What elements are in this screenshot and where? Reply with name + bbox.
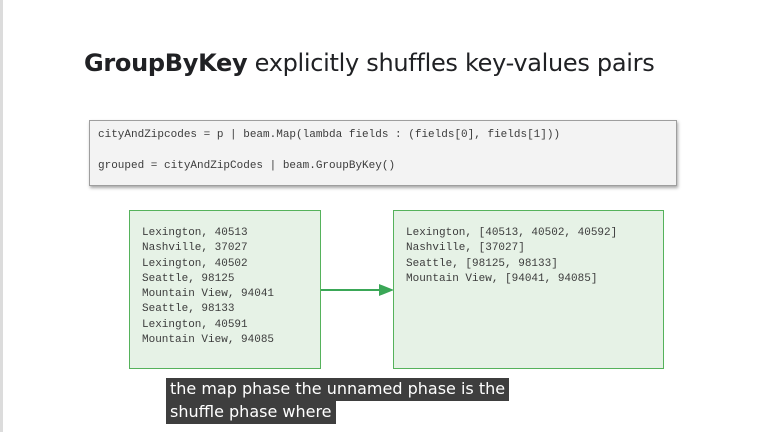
input-pair-item: Seattle, 98125: [142, 272, 235, 285]
caption-line-1: the map phase the unnamed phase is the: [166, 378, 510, 401]
code-line-map: cityAndZipcodes = p | beam.Map(lambda fi…: [98, 129, 561, 141]
grouped-pair-item: Seattle, [98125, 98133]: [406, 257, 558, 270]
code-line-groupbykey: grouped = cityAndZipCodes | beam.GroupBy…: [98, 160, 396, 172]
grouped-pair-item: Nashville, [37027]: [406, 242, 525, 255]
input-pairs-list: Lexington, 40513 Nashville, 37027 Lexing…: [142, 226, 274, 348]
input-pair-item: Seattle, 98133: [142, 303, 235, 316]
grouped-pair-item: Mountain View, [94041, 94085]: [406, 272, 598, 285]
input-pair-item: Lexington, 40513: [142, 227, 248, 239]
input-pair-item: Lexington, 40502: [142, 257, 248, 270]
slide-title: GroupByKey explicitly shuffles key-value…: [84, 49, 655, 77]
grouped-pairs-list: Lexington, [40513, 40502, 40592] Nashvil…: [406, 226, 617, 287]
input-pairs-box: Lexington, 40513 Nashville, 37027 Lexing…: [129, 210, 321, 369]
video-caption: the map phase the unnamed phase is the s…: [166, 378, 510, 424]
grouped-pair-item: Lexington, [40513, 40502, 40592]: [406, 227, 618, 239]
slide-title-rest: explicitly shuffles key-values pairs: [247, 49, 655, 77]
input-pair-item: Nashville, 37027: [142, 242, 248, 255]
caption-line-2: shuffle phase where: [166, 401, 336, 424]
code-snippet-box: cityAndZipcodes = p | beam.Map(lambda fi…: [89, 120, 677, 186]
input-pair-item: Mountain View, 94085: [142, 334, 275, 347]
input-pair-item: Lexington, 40591: [142, 318, 248, 331]
right-arrow-icon: [321, 284, 394, 296]
slide-title-keyword: GroupByKey: [84, 49, 248, 77]
grouped-pairs-box: Lexington, [40513, 40502, 40592] Nashvil…: [393, 210, 664, 369]
slide-left-border: [0, 0, 3, 432]
input-pair-item: Mountain View, 94041: [142, 288, 275, 301]
